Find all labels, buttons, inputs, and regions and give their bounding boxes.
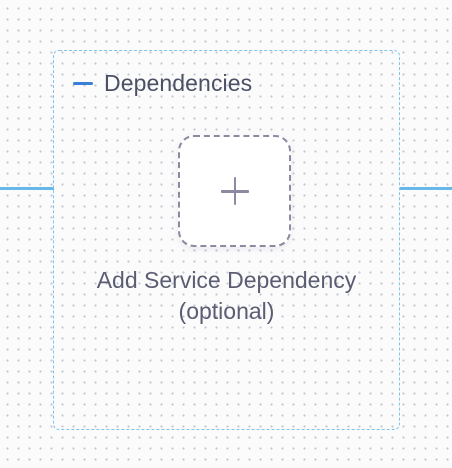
dependencies-title: Dependencies — [104, 69, 253, 96]
collapse-minus-icon[interactable] — [73, 81, 93, 85]
add-service-dependency-label[interactable]: Add Service Dependency (optional) — [54, 265, 399, 327]
add-service-dependency-button[interactable] — [178, 135, 291, 247]
pipeline-connector-left — [0, 187, 54, 190]
add-service-dependency-label-main: Add Service Dependency — [96, 267, 357, 293]
add-service-dependency-label-optional: (optional) — [178, 298, 275, 324]
dependencies-group-header: Dependencies — [73, 69, 252, 97]
dependencies-group: Dependencies Add Service Dependency (opt… — [53, 50, 400, 430]
plus-icon — [220, 177, 249, 205]
pipeline-connector-right — [400, 187, 452, 190]
